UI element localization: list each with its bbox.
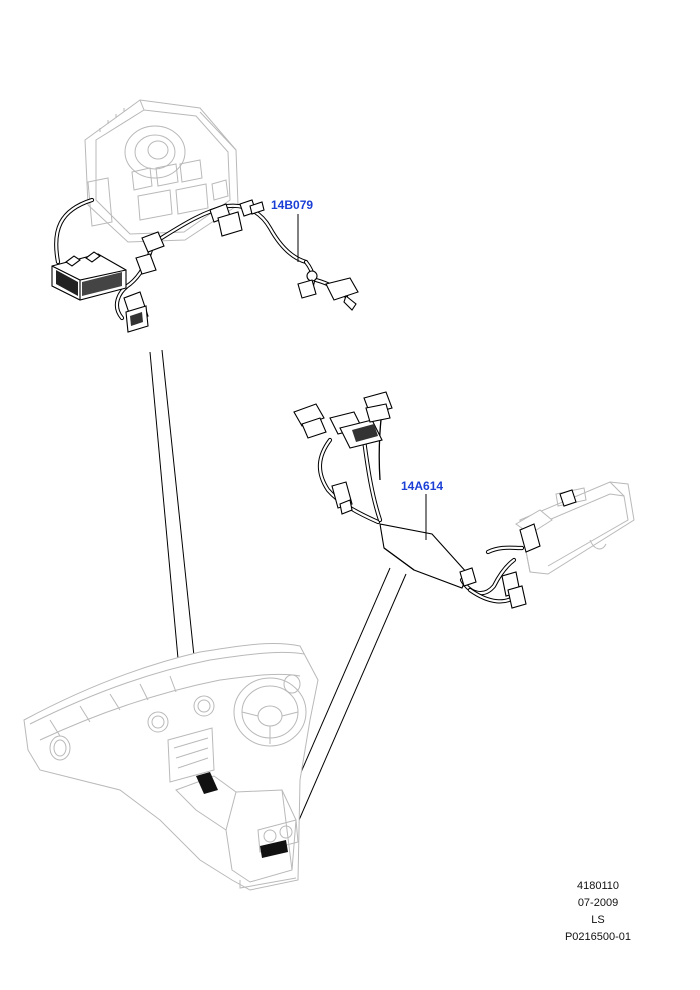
control-module: [84, 99, 239, 243]
harness-14b079: [51, 197, 359, 333]
harness-14a614: [293, 391, 527, 609]
rear-vent-module: [515, 481, 635, 575]
reference-number: 4180110: [576, 880, 619, 892]
issue-date: 07-2009: [577, 897, 619, 909]
callout-14a614[interactable]: 14A614: [401, 479, 444, 493]
callout-14b079[interactable]: 14B079: [271, 198, 314, 212]
illustration-footer: 4180110 07-2009 LS P0216500-01: [548, 878, 648, 946]
model-code: LS: [591, 914, 605, 926]
vehicle-dashboard: [23, 643, 319, 891]
illustration-id: P0216500-01: [564, 931, 632, 943]
